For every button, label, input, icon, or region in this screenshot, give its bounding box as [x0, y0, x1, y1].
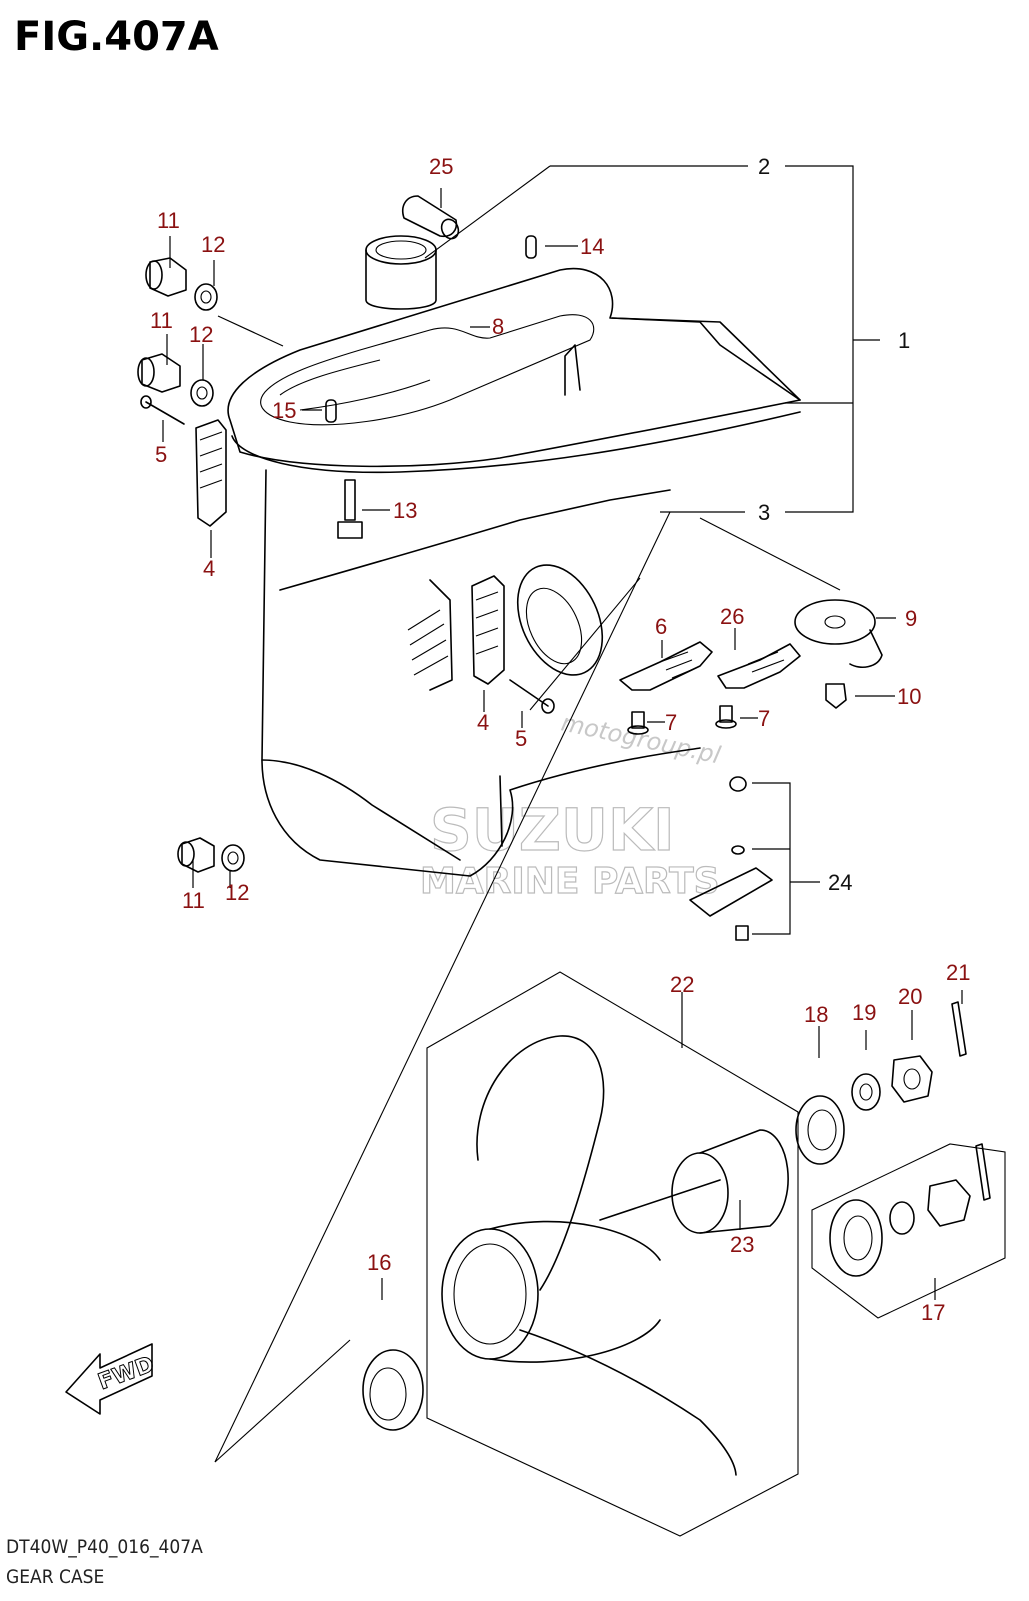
callout-2: 2 — [758, 154, 770, 179]
callout-9: 9 — [905, 606, 917, 631]
callout-7a: 7 — [665, 710, 677, 735]
callout-5a: 5 — [155, 442, 167, 467]
callout-12c: 12 — [225, 880, 249, 905]
callout-26: 26 — [720, 604, 744, 629]
watermark-line2: MARINE PARTS — [420, 861, 720, 902]
callout-17: 17 — [921, 1300, 945, 1325]
propeller-assembly — [362, 1001, 991, 1476]
figure-title: FIG.407A — [14, 14, 219, 60]
callout-20: 20 — [898, 984, 922, 1009]
figure-code: DT40W_P40_016_407A — [6, 1536, 203, 1558]
callout-19: 19 — [852, 1000, 876, 1025]
callout-23: 23 — [730, 1232, 754, 1257]
callout-13: 13 — [393, 498, 417, 523]
watermark-url: motogroup.pl — [559, 708, 724, 769]
callout-12a: 12 — [201, 232, 225, 257]
callout-22: 22 — [670, 972, 694, 997]
watermark-brand: SUZUKI — [430, 796, 675, 864]
callout-11b: 11 — [150, 308, 173, 333]
callout-6: 6 — [655, 614, 667, 639]
callout-11a: 11 — [157, 208, 180, 233]
callout-16: 16 — [367, 1250, 391, 1275]
figure-caption: GEAR CASE — [6, 1566, 105, 1588]
fwd-arrow-icon: FWD — [65, 1343, 158, 1415]
callout-11c: 11 — [182, 888, 205, 913]
callout-1: 1 — [898, 328, 910, 353]
callout-21: 21 — [946, 960, 970, 985]
callout-18: 18 — [804, 1002, 828, 1027]
gear-case-housing — [227, 235, 801, 877]
fwd-label: FWD — [95, 1352, 158, 1395]
callout-4b: 4 — [477, 710, 489, 735]
small-parts — [137, 195, 883, 941]
callout-15: 15 — [272, 398, 296, 423]
callout-24: 24 — [828, 870, 852, 895]
callout-14: 14 — [580, 234, 604, 259]
callout-5b: 5 — [515, 726, 527, 751]
callout-3: 3 — [758, 500, 770, 525]
callout-8: 8 — [492, 314, 504, 339]
callout-10: 10 — [897, 684, 921, 709]
callout-7b: 7 — [758, 706, 770, 731]
bracket-lines — [162, 165, 1006, 1537]
watermark: SUZUKI MARINE PARTS motogroup.pl — [419, 708, 724, 902]
callout-25: 25 — [429, 154, 453, 179]
callout-12b: 12 — [189, 322, 213, 347]
callouts: 1 2 3 4 4 5 5 6 7 7 8 9 10 11 11 11 12 1… — [150, 154, 970, 1325]
callout-4a: 4 — [203, 556, 215, 581]
